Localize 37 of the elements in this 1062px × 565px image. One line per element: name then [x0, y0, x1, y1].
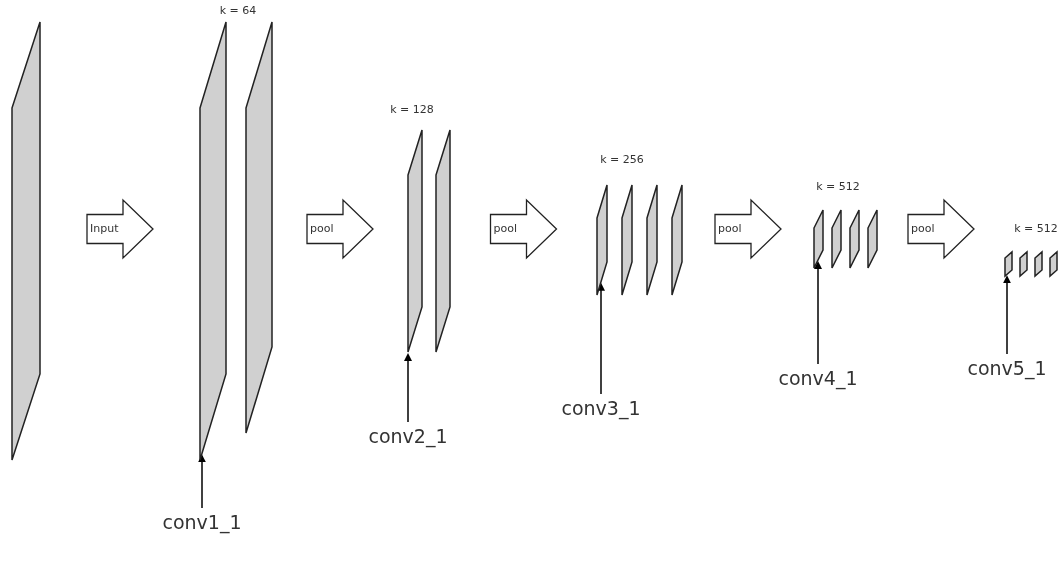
- arrow-label: pool: [310, 222, 334, 236]
- layer-label: conv5_1: [967, 356, 1047, 380]
- feature-map-slab: [814, 210, 823, 268]
- feature-map-slab: [246, 22, 272, 433]
- feature-map-slab: [622, 185, 632, 295]
- feature-map-slab: [647, 185, 657, 295]
- pointer-arrow: [814, 261, 822, 365]
- filter-count-label: k = 256: [600, 153, 644, 167]
- feature-map-slab: [1035, 252, 1042, 276]
- feature-map-slab: [12, 22, 40, 460]
- arrow-label: pool: [718, 222, 742, 236]
- filter-count-label: k = 64: [219, 4, 257, 18]
- feature-map-slab: [1005, 252, 1012, 276]
- pointer-arrow: [597, 282, 605, 395]
- feature-map-slab: [832, 210, 841, 268]
- feature-map-slab: [436, 130, 450, 352]
- layer-label: conv1_1: [162, 510, 242, 534]
- feature-map-slab: [200, 22, 226, 460]
- arrow-label: pool: [493, 222, 517, 236]
- layer-label: conv2_1: [368, 424, 448, 448]
- feature-map-slab: [868, 210, 877, 268]
- pointer-arrow: [1003, 275, 1011, 355]
- arrow-label: Input: [90, 222, 119, 236]
- layer-label: conv4_1: [778, 366, 858, 390]
- filter-count-label: k = 512: [816, 180, 860, 194]
- layer-label: conv3_1: [561, 396, 641, 420]
- pointer-arrow: [198, 454, 206, 509]
- pointer-arrow: [404, 353, 412, 423]
- feature-map-slab: [408, 130, 422, 352]
- feature-map-slab: [597, 185, 607, 295]
- feature-map-slab: [850, 210, 859, 268]
- feature-map-slab: [1050, 252, 1057, 276]
- filter-count-label: k = 512: [1014, 222, 1058, 236]
- arrow-label: pool: [911, 222, 935, 236]
- feature-map-slab: [672, 185, 682, 295]
- feature-map-slab: [1020, 252, 1027, 276]
- filter-count-label: k = 128: [390, 103, 434, 117]
